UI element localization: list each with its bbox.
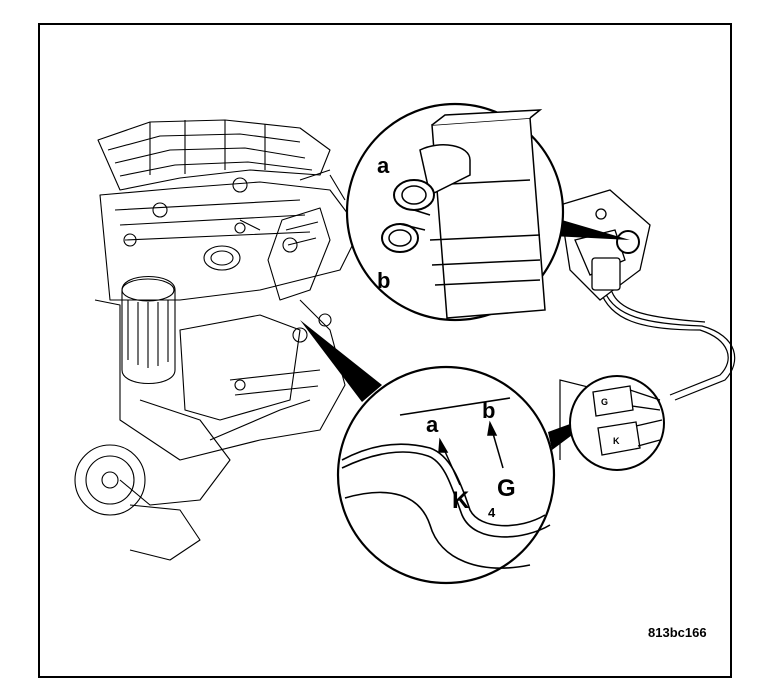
sensor-connector <box>559 189 651 301</box>
callout-circle-small: G K <box>569 375 665 471</box>
marking-g: G <box>497 475 516 502</box>
figure-id: 813bc166 <box>648 625 707 640</box>
callout-circle-bottom: a b K G 4 <box>336 365 556 585</box>
marking-4: 4 <box>488 505 496 520</box>
label-a: a <box>426 412 439 437</box>
port-b-label: b <box>377 268 390 293</box>
label-b: b <box>482 398 495 423</box>
marking-k: K <box>452 487 470 514</box>
callout-circle-top: a b <box>345 102 565 322</box>
engine-illustration <box>74 119 361 561</box>
small-marking-g: G <box>601 397 608 407</box>
small-marking-k: K <box>613 436 620 446</box>
port-a-label: a <box>377 153 390 178</box>
